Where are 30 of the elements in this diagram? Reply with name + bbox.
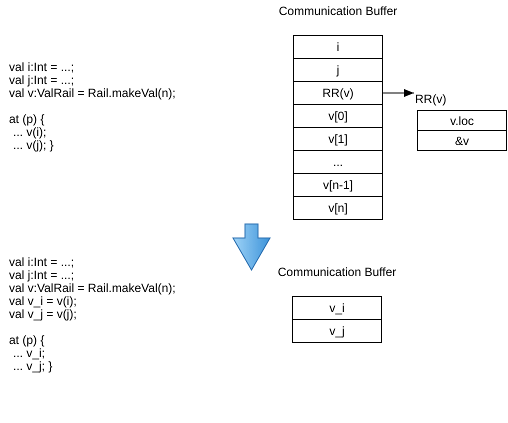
heading: Communication Buffer xyxy=(278,4,398,18)
buffer-cell: v_i xyxy=(292,296,382,320)
code-line: at (p) { xyxy=(9,334,44,347)
code-line: ... v_i; xyxy=(13,347,46,360)
buffer-cell: j xyxy=(293,58,383,82)
code-line: ... v(j); } xyxy=(13,139,54,152)
arrow xyxy=(382,89,414,97)
code-line: val v_j = v(j); xyxy=(9,308,77,321)
heading: Communication Buffer xyxy=(276,265,398,279)
code-line: at (p) { xyxy=(9,113,44,126)
buffer-cell: v_j xyxy=(292,319,382,343)
code-line: ... v_j; } xyxy=(13,360,52,373)
code-line: val j:Int = ...; xyxy=(9,269,74,282)
heading: RR(v) xyxy=(415,92,448,106)
code-line: val i:Int = ...; xyxy=(9,256,74,269)
code-line: ... v(i); xyxy=(13,126,46,139)
buffer-cell: RR(v) xyxy=(293,81,383,105)
buffer-cell: ... xyxy=(293,150,383,174)
code-line: val v:ValRail = Rail.makeVal(n); xyxy=(9,282,176,295)
buffer-cell: v[0] xyxy=(293,104,383,128)
buffer-cell: &v xyxy=(417,130,507,151)
buffer-cell: v[1] xyxy=(293,127,383,151)
buffer-cell: i xyxy=(293,35,383,59)
code-line: val v:ValRail = Rail.makeVal(n); xyxy=(9,87,176,100)
buffer-cell: v[n] xyxy=(293,196,383,220)
buffer-cell: v[n-1] xyxy=(293,173,383,197)
code-line: val v_i = v(i); xyxy=(9,295,77,308)
code-line: val j:Int = ...; xyxy=(9,74,74,87)
buffer-cell: v.loc xyxy=(417,110,507,131)
code-line: val i:Int = ...; xyxy=(9,61,74,74)
